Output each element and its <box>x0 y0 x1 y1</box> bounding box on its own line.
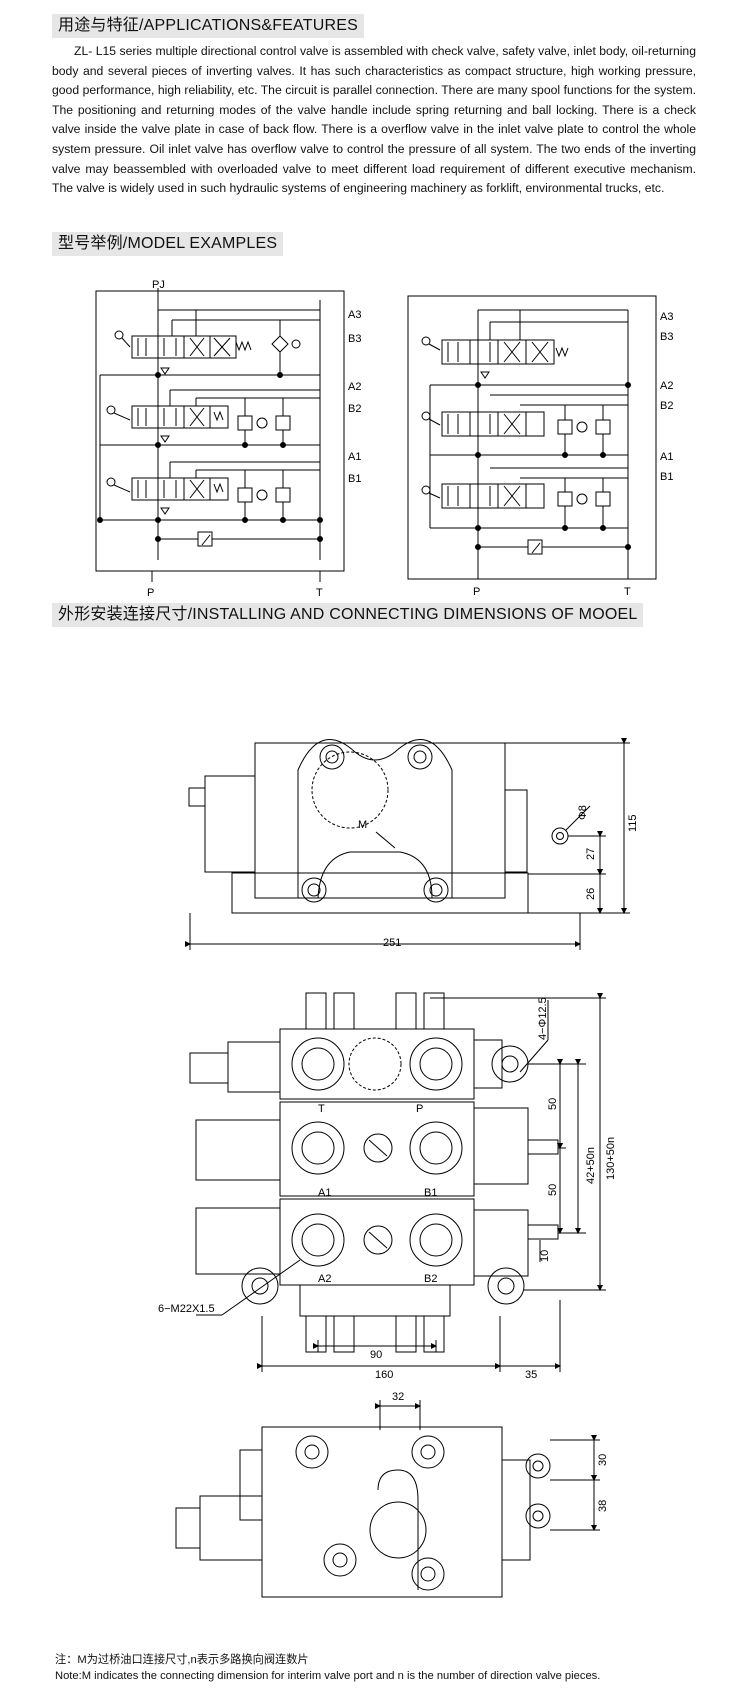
label-p: P <box>147 587 154 599</box>
valve-section-1 <box>97 461 323 523</box>
dim-42: 42+50n <box>585 1147 597 1184</box>
label-t: T <box>318 1103 325 1115</box>
dimension-view-2 <box>189 992 606 1372</box>
dimensions-heading: 外形安装连接尺寸/INSTALLING AND CONNECTING DIMEN… <box>52 603 644 627</box>
label-a1: A1 <box>318 1187 331 1199</box>
dim-10: 10 <box>539 1250 551 1262</box>
dim-38: 38 <box>597 1500 609 1512</box>
schematic-right-labels: A3 B3 A2 B2 A1 B1 P T <box>473 311 673 598</box>
label-p: P <box>473 586 480 598</box>
valve-section-3 <box>100 309 320 378</box>
dim-50a: 50 <box>547 1098 559 1110</box>
label-b3: B3 <box>660 331 673 343</box>
dim-27: 27 <box>585 848 597 860</box>
applications-heading: 用途与特征/APPLICATIONS&FEATURES <box>52 14 364 38</box>
valve-section-2 <box>100 389 320 448</box>
label-a2: A2 <box>318 1273 331 1285</box>
label-a2: A2 <box>660 380 673 392</box>
dimension-view-1 <box>185 738 630 950</box>
dim-50b: 50 <box>547 1184 559 1196</box>
schematic-right <box>407 295 657 580</box>
dim-30: 30 <box>597 1454 609 1466</box>
dimension-view-3-labels: 32 30 38 <box>392 1391 609 1512</box>
label-b2: B2 <box>660 400 673 412</box>
dimension-view-2-labels: 4−Φ12.5 T P A1 B1 A2 B2 6−M22X1.5 50 50 … <box>158 997 617 1381</box>
dim-90: 90 <box>370 1349 382 1361</box>
label-a1: A1 <box>348 451 361 463</box>
paragraph-text: ZL- L15 series multiple directional cont… <box>52 44 696 196</box>
schematic-left-labels: PJ A3 B3 A2 B2 A1 B1 P T <box>147 279 361 599</box>
label-a3: A3 <box>660 311 673 323</box>
label-a2: A2 <box>348 381 361 393</box>
dim-115: 115 <box>627 814 639 832</box>
note-english: Note:M indicates the connecting dimensio… <box>55 1670 601 1682</box>
dimension-view-3 <box>175 1400 600 1598</box>
note-chinese: 注：M为过桥油口连接尺寸,n表示多路换向阀连数片 <box>55 1654 309 1666</box>
label-t: T <box>316 587 323 599</box>
label-p: P <box>416 1103 423 1115</box>
label-b1: B1 <box>660 471 673 483</box>
schematic-left <box>95 288 345 582</box>
dim-26: 26 <box>585 888 597 900</box>
dim-35: 35 <box>525 1369 537 1381</box>
dim-130: 130+50n <box>605 1137 617 1180</box>
dim-hole: 4−Φ12.5 <box>537 997 549 1040</box>
label-b1: B1 <box>348 473 361 485</box>
label-pj: PJ <box>152 279 165 291</box>
label-b2: B2 <box>424 1273 437 1285</box>
dim-phi8: Φ8 <box>577 805 589 820</box>
label-b1: B1 <box>424 1187 437 1199</box>
label-a1: A1 <box>660 451 673 463</box>
dim-32: 32 <box>392 1391 404 1403</box>
applications-paragraph: ZL- L15 series multiple directional cont… <box>52 42 696 199</box>
dim-160: 160 <box>375 1369 393 1381</box>
label-thread: 6−M22X1.5 <box>158 1303 215 1315</box>
label-b2: B2 <box>348 403 361 415</box>
label-a3: A3 <box>348 309 361 321</box>
label-t: T <box>624 586 631 598</box>
models-heading: 型号举例/MODEL EXAMPLES <box>52 232 284 256</box>
dimension-view-1-labels: M 251 115 27 26 Φ8 <box>358 805 639 949</box>
dim-251: 251 <box>383 937 401 949</box>
label-b3: B3 <box>348 333 361 345</box>
label-m: M <box>358 819 367 831</box>
